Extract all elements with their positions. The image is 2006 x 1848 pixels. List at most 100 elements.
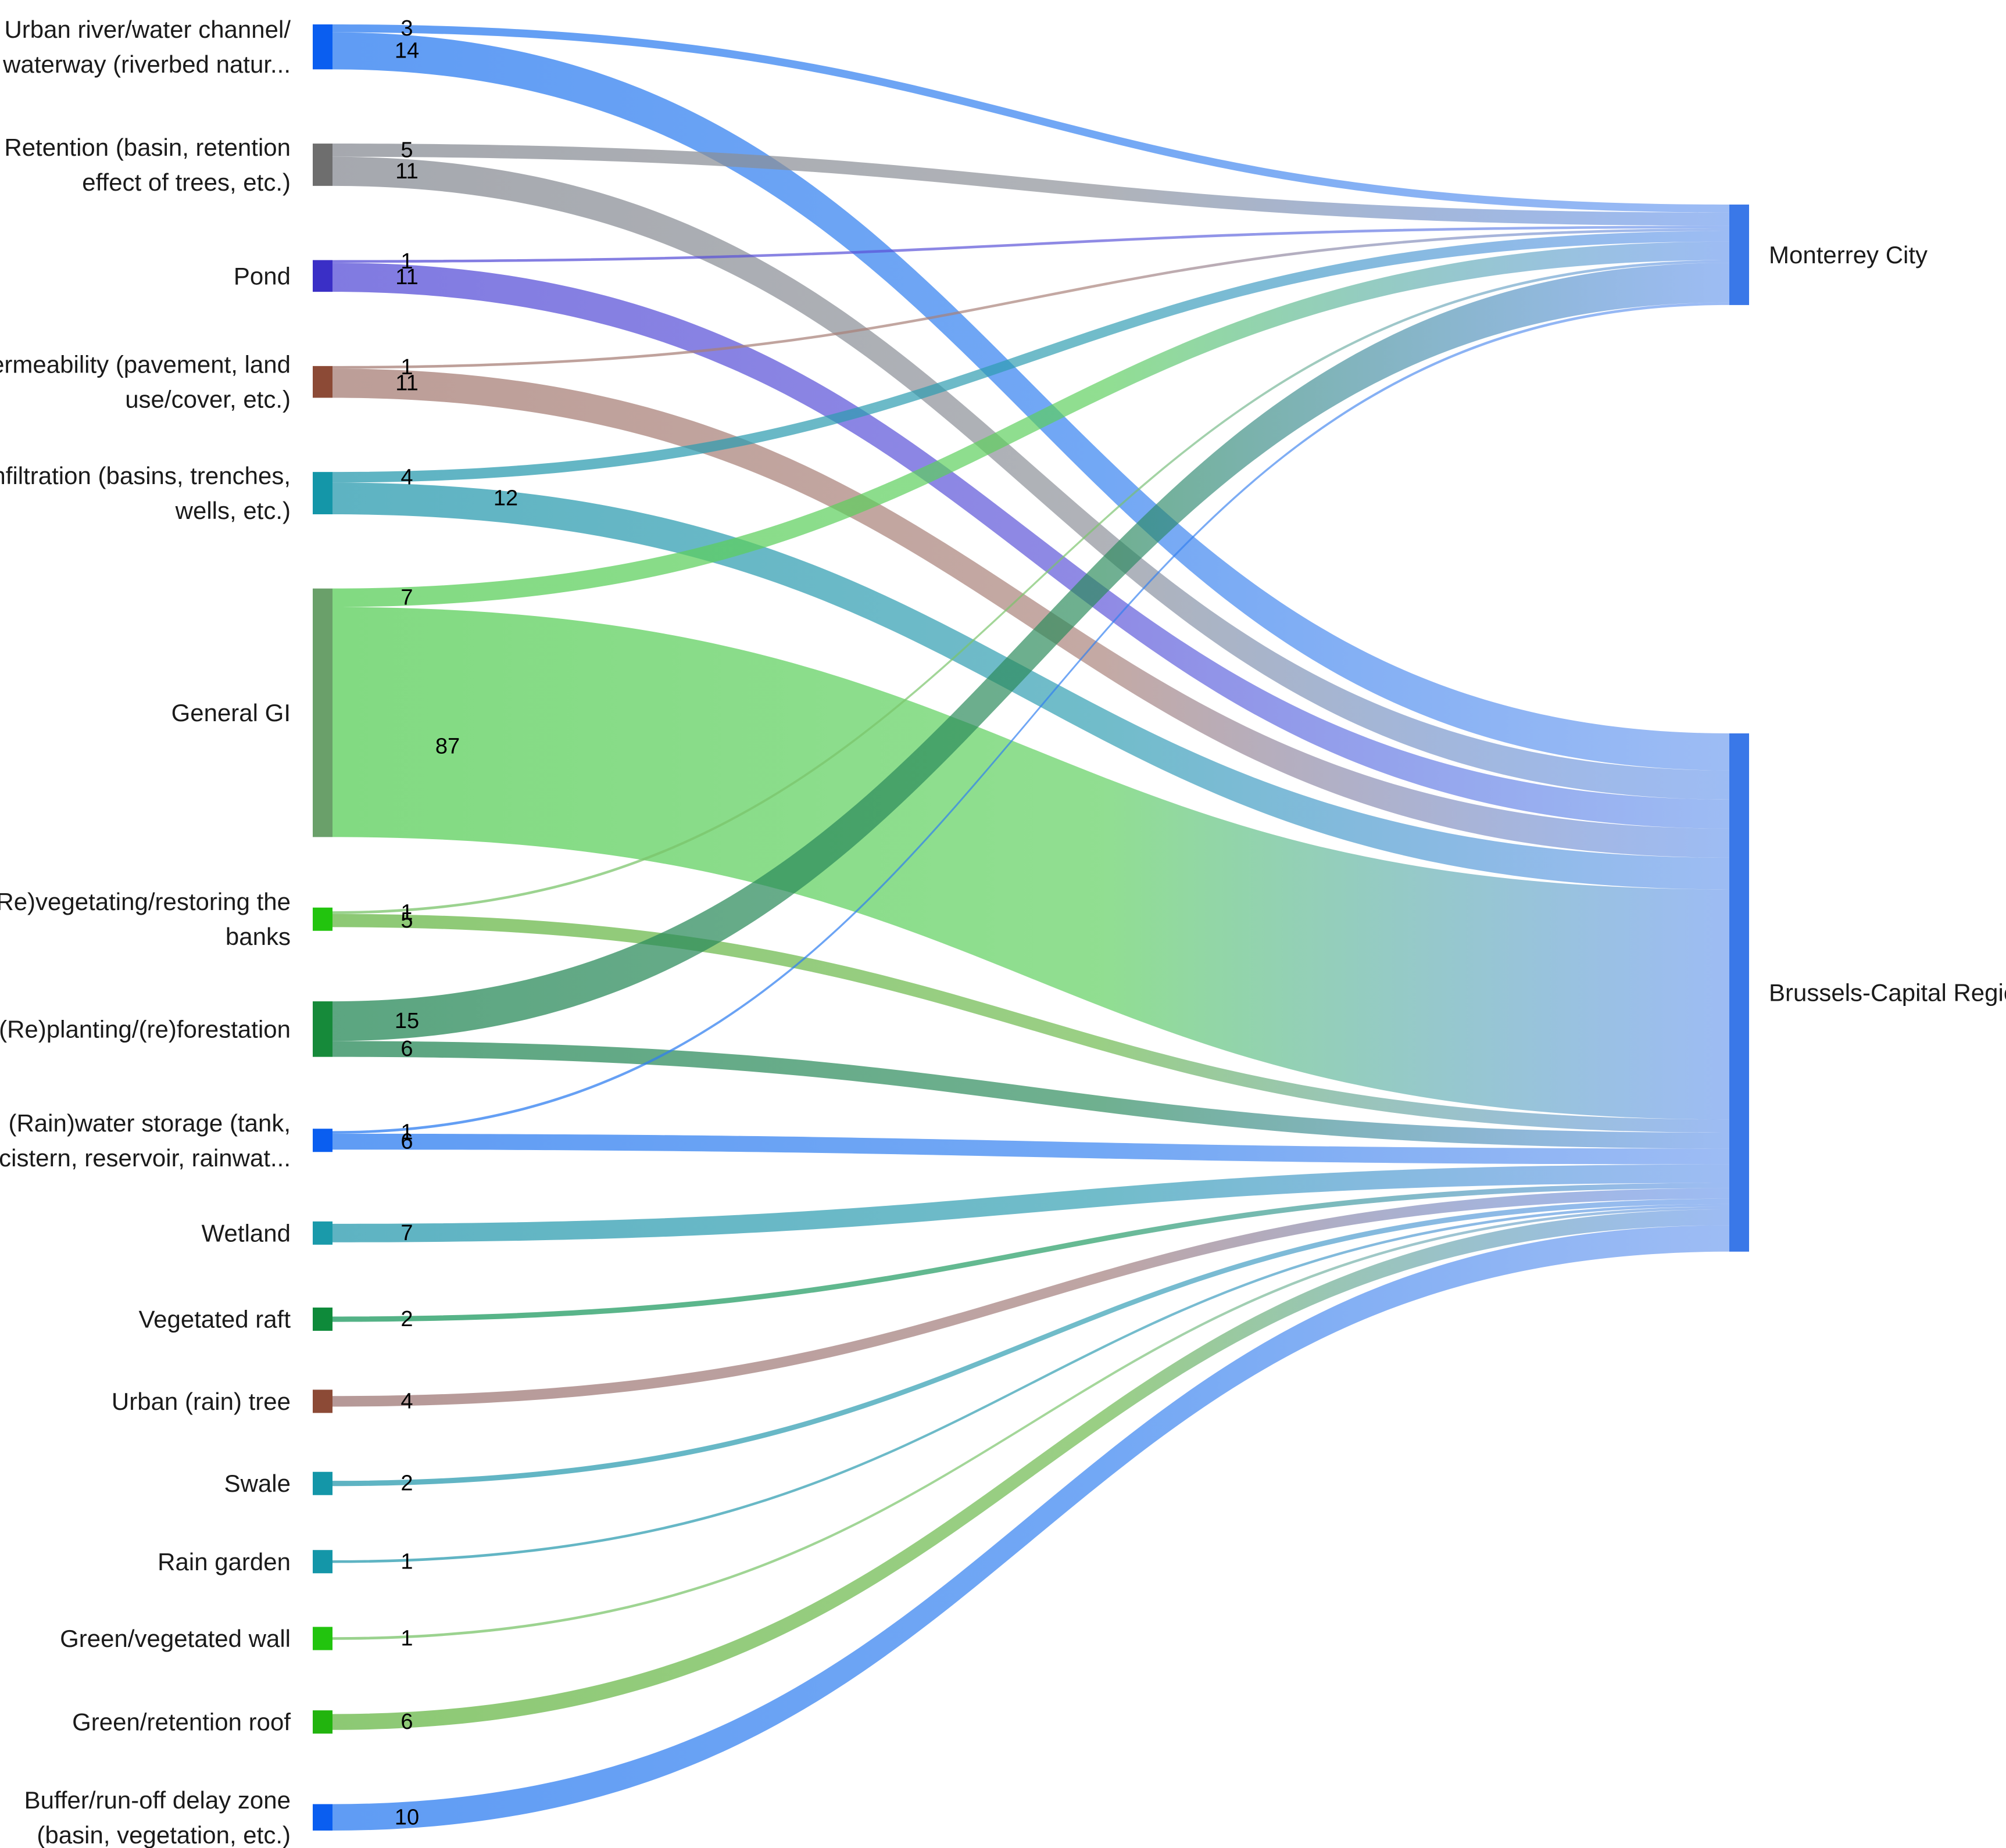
sankey-link[interactable] — [332, 228, 1729, 369]
source-node[interactable] — [313, 1550, 332, 1574]
link-value-label: 14 — [395, 39, 419, 63]
link-value-label: 3 — [401, 16, 413, 41]
sankey-link[interactable] — [332, 241, 1729, 607]
sankey-link[interactable] — [332, 1133, 1729, 1165]
source-node[interactable] — [313, 1627, 332, 1650]
source-label-line: Urban (rain) tree — [112, 1388, 291, 1415]
link-value-label: 15 — [395, 1009, 419, 1033]
link-value-label: 1 — [401, 1549, 413, 1574]
source-label-line: Green/retention roof — [72, 1709, 291, 1736]
source-node[interactable] — [313, 588, 332, 837]
link-value-label: 5 — [401, 138, 413, 162]
target-node[interactable] — [1729, 733, 1749, 1252]
source-node[interactable] — [313, 366, 332, 398]
source-label-line: Infiltration (basins, trenches, — [0, 462, 291, 489]
sankey-link[interactable] — [332, 225, 1729, 263]
source-node[interactable] — [313, 472, 332, 514]
source-node-label: Buffer/run-off delay zone (basin, vegetat… — [24, 1786, 291, 1848]
source-label-line: (basin, vegetation, etc.) — [37, 1821, 291, 1848]
sankey-link[interactable] — [332, 482, 1729, 890]
labels-layer: 3145111111114127871515616724211610Urban … — [0, 16, 2006, 1848]
sankey-link[interactable] — [332, 24, 1729, 213]
source-node-label: Swale — [224, 1470, 291, 1497]
source-node[interactable] — [313, 144, 332, 186]
sankey-link[interactable] — [332, 263, 1729, 829]
sankey-link[interactable] — [332, 914, 1729, 1133]
source-node-label: General GI — [171, 699, 291, 726]
link-value-label: 1 — [401, 900, 413, 925]
sankey-link[interactable] — [332, 156, 1729, 800]
source-label-line: effect of trees, etc.) — [82, 169, 291, 196]
sankey-link[interactable] — [332, 1164, 1729, 1242]
link-value-label: 6 — [401, 1037, 413, 1061]
source-label-line: (Rain)water storage (tank, — [8, 1109, 291, 1137]
sankey-link[interactable] — [332, 32, 1729, 771]
source-node-label: Urban river/water channel/waterway (rive… — [2, 16, 291, 78]
link-value-label: 4 — [401, 1389, 413, 1413]
source-node[interactable] — [313, 1710, 332, 1734]
source-label-line: Wetland — [202, 1219, 291, 1247]
source-label-line: Swale — [224, 1470, 291, 1497]
link-value-label: 87 — [435, 735, 460, 759]
link-value-label: 7 — [401, 1221, 413, 1245]
source-node-label: (Rain)water storage (tank, cistern, reser… — [0, 1109, 291, 1172]
source-node-label: Pond — [234, 262, 291, 289]
source-label-line: cistern, reservoir, rainwat... — [0, 1144, 291, 1172]
link-value-label: 12 — [494, 486, 518, 511]
source-label-line: waterway (riverbed natur... — [2, 51, 291, 78]
link-value-label: 11 — [395, 159, 418, 184]
sankey-link[interactable] — [332, 607, 1729, 1120]
source-label-line: use/cover, etc.) — [125, 386, 291, 413]
links-layer — [332, 24, 1729, 1831]
sankey-link[interactable] — [332, 1183, 1729, 1322]
sankey-link[interactable] — [332, 1204, 1729, 1563]
source-node[interactable] — [313, 1129, 332, 1152]
source-node-label: Urban (rain) tree — [112, 1388, 291, 1415]
source-node-label: Green/retention roof — [72, 1709, 291, 1736]
source-node-label: Vegetated raft — [138, 1306, 291, 1333]
source-node[interactable] — [313, 1308, 332, 1331]
source-node[interactable] — [313, 24, 332, 70]
sankey-link[interactable] — [332, 1198, 1729, 1487]
source-label-line: Urban river/water channel/ — [4, 16, 291, 43]
link-value-label: 1 — [401, 355, 413, 379]
target-node[interactable] — [1729, 205, 1749, 305]
sankey-link[interactable] — [332, 1206, 1729, 1640]
link-value-label: 11 — [395, 371, 418, 395]
source-node[interactable] — [313, 1001, 332, 1057]
sankey-link[interactable] — [332, 1188, 1729, 1407]
source-label-line: Pond — [234, 262, 291, 289]
sankey-link[interactable] — [332, 1041, 1729, 1149]
source-node-label: Infiltration (basins, trenches, wells, et… — [0, 462, 291, 524]
source-node[interactable] — [313, 1221, 332, 1245]
source-node[interactable] — [313, 260, 332, 292]
sankey-link[interactable] — [332, 263, 1729, 1041]
sankey-link[interactable] — [332, 144, 1729, 226]
sankey-link[interactable] — [332, 302, 1729, 1134]
source-node[interactable] — [313, 1389, 332, 1413]
link-value-label: 6 — [401, 1710, 413, 1734]
nodes-layer — [313, 24, 1749, 1831]
source-label-line: General GI — [171, 699, 291, 726]
source-node-label: Rain garden — [158, 1548, 291, 1575]
sankey-link[interactable] — [332, 1209, 1729, 1730]
source-label-line: Rain garden — [158, 1548, 291, 1575]
source-label-line: wells, etc.) — [175, 497, 291, 524]
sankey-link[interactable] — [332, 260, 1729, 914]
link-value-label: 1 — [401, 1120, 413, 1145]
sankey-link[interactable] — [332, 1225, 1729, 1831]
link-value-label: 10 — [395, 1805, 419, 1829]
source-label-line: Buffer/run-off delay zone — [24, 1786, 291, 1814]
sankey-link[interactable] — [332, 368, 1729, 858]
source-node[interactable] — [313, 1471, 332, 1495]
source-label-line: Retention (basin, retention — [4, 134, 291, 161]
source-node[interactable] — [313, 1804, 332, 1831]
source-node[interactable] — [313, 907, 332, 931]
source-label-line: Vegetated raft — [138, 1306, 291, 1333]
link-value-label: 1 — [401, 1627, 413, 1651]
sankey-link[interactable] — [332, 231, 1729, 483]
link-value-label: 1 — [401, 249, 413, 274]
source-label-line: (Re)planting/(re)forestation — [0, 1015, 291, 1043]
